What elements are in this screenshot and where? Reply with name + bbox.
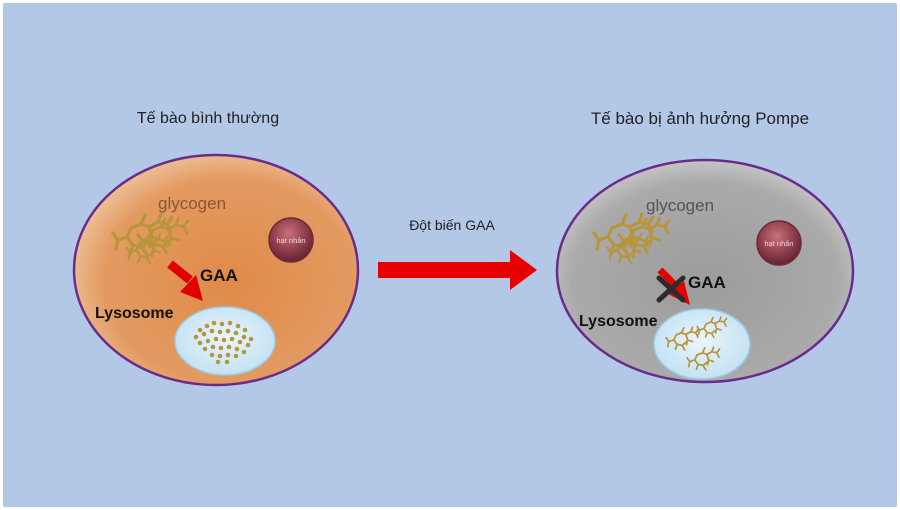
pompe-cell-title: Tế bào bị ảnh hưởng Pompe [591,109,809,128]
pompe-gaa-label: GAA [688,273,726,292]
normal-gaa-label: GAA [200,266,238,285]
pompe-nucleus-label: hạt nhân [764,239,793,248]
pompe-cell [555,158,855,384]
pompe-nucleus: hạt nhân [756,220,802,266]
normal-glycogen-label: glycogen [158,194,226,213]
normal-gaa-arrow [167,260,203,301]
normal-nucleus-label: hạt nhân [276,236,305,245]
mutation-arrow [378,250,537,290]
pompe-lysosome [653,308,751,380]
pompe-lysosome-label: Lysosome [579,313,658,330]
normal-nucleus: hạt nhân [268,217,314,263]
mutation-label: Đột biến GAA [409,217,495,233]
normal-cell-title: Tế bào bình thường [137,110,279,127]
digested-glycogen-dots [193,320,254,365]
normal-lysosome [174,306,276,376]
pompe-glycogen-label: glycogen [646,196,714,215]
normal-lysosome-label: Lysosome [95,305,174,322]
blocked-cross-icon [656,275,686,303]
normal-cell [72,153,360,387]
